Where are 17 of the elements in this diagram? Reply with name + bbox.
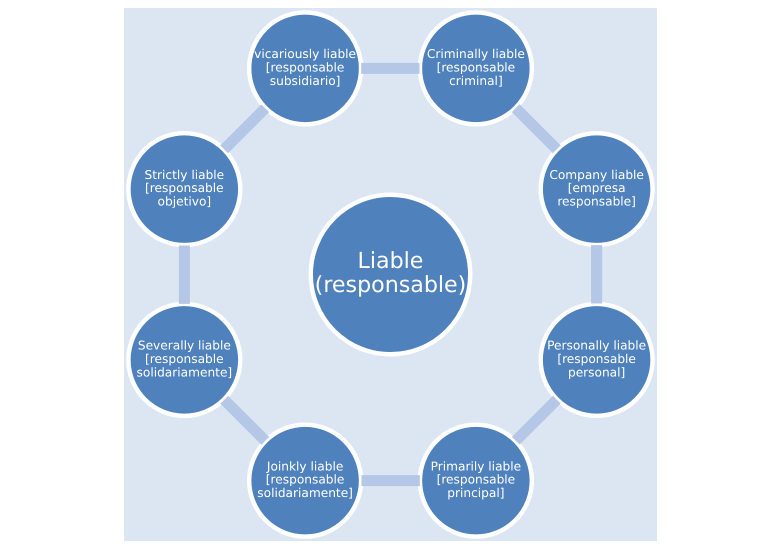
node-circle: Liable (responsable) — [308, 192, 472, 356]
node-circle: Joinkly liable [responsable solidariamente] — [246, 422, 364, 539]
connector — [178, 246, 190, 304]
node-circle: vicariously liable [responsable subsidiario] — [246, 10, 364, 127]
connector — [591, 245, 602, 304]
node-circle: Criminally liable [responsable criminal] — [418, 10, 534, 127]
connector — [512, 104, 561, 154]
connector — [220, 396, 270, 445]
node-circle: Strictly liable [responsable objetivo] — [126, 130, 243, 248]
connector — [220, 104, 270, 154]
connector — [362, 475, 420, 486]
node-circle: Severally liable [responsable solidariamente] — [126, 302, 243, 418]
node-circle: Company liable [empresa responsable] — [538, 130, 655, 248]
node-circle: Primarily liable [responsable principal] — [418, 422, 534, 539]
connector — [512, 396, 561, 445]
node-circle: Personally liable [responsable personal] — [538, 302, 655, 418]
connector — [361, 62, 420, 74]
